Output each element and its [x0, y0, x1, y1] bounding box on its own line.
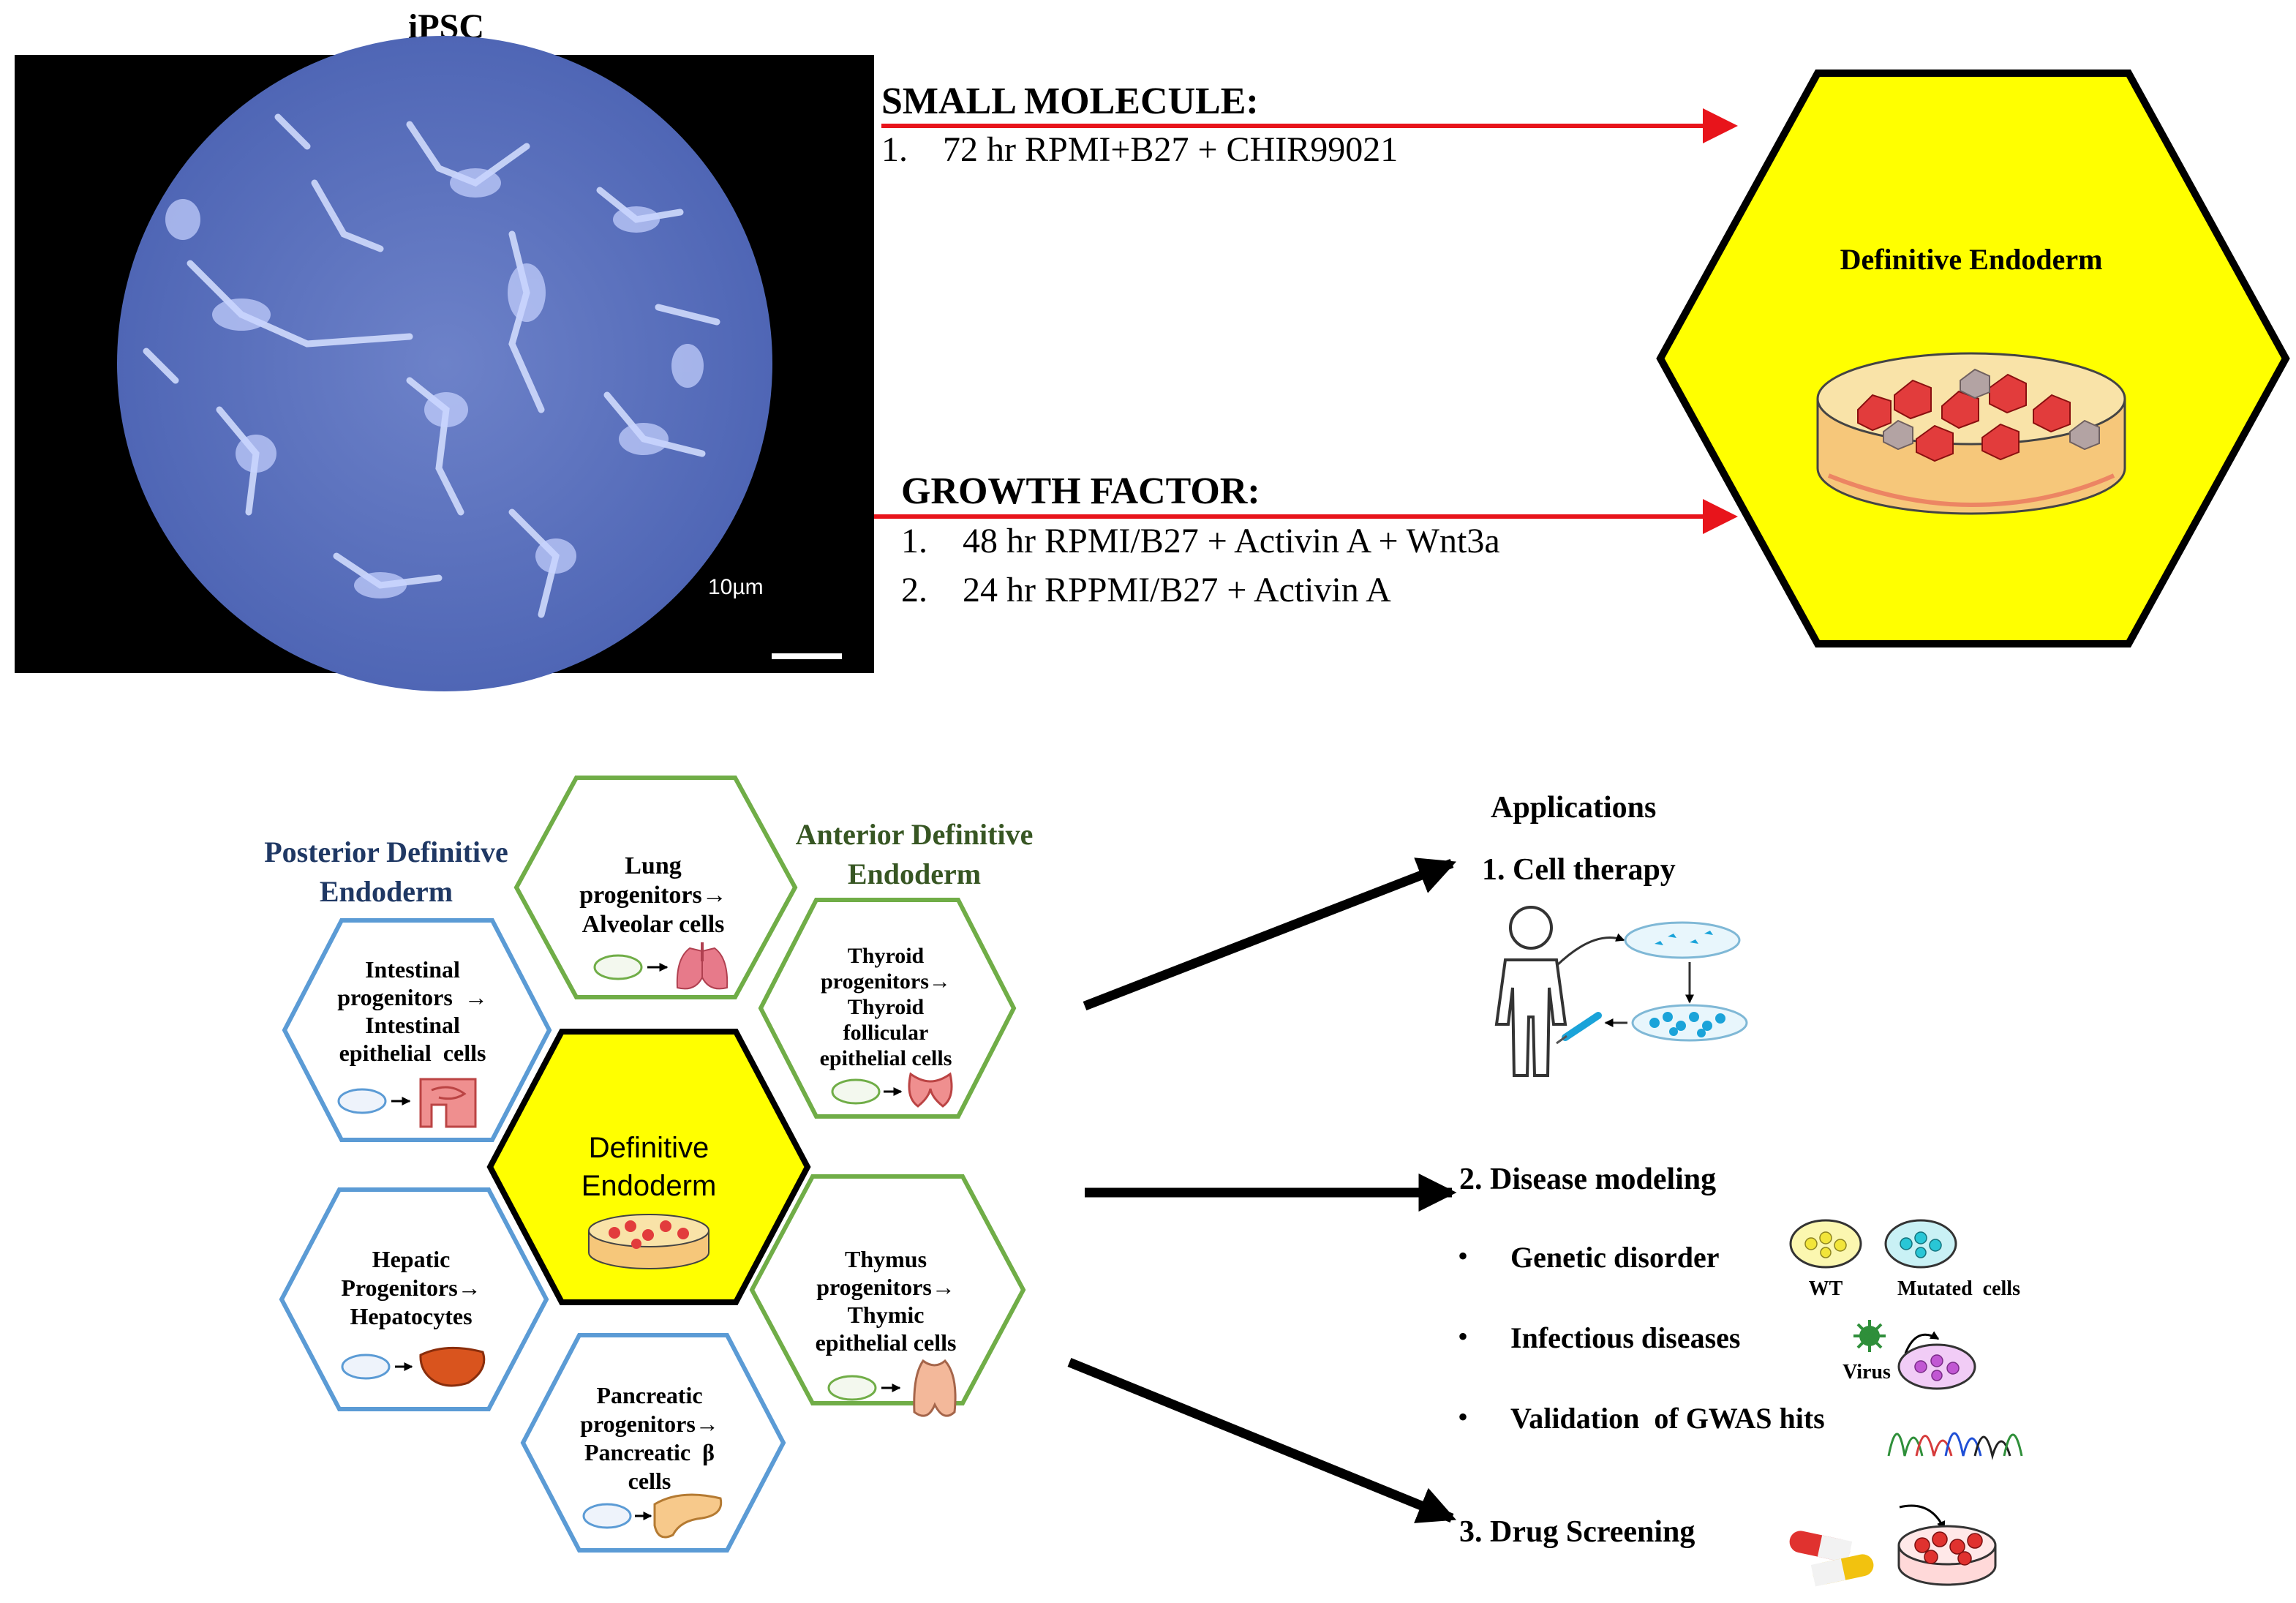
- bullet-1: •: [1458, 1239, 1468, 1272]
- thymus-icon: [913, 1359, 957, 1417]
- harvest-arrow: [1555, 933, 1625, 967]
- applications-title: Applications: [1491, 791, 1656, 825]
- scale-bar-label: 10µm: [708, 575, 764, 599]
- pancreatic-text-2: progenitors→: [580, 1411, 719, 1437]
- growth-factor-step-2: 2. 24 hr RPPMI/B27 + Activin A: [901, 571, 1391, 609]
- pancreatic-dish-icon: [582, 1503, 652, 1529]
- intestinal-text-3: Intestinal: [365, 1012, 460, 1038]
- small-molecule-step-1: 1. 72 hr RPMI+B27 + CHIR99021: [881, 130, 1398, 169]
- lung-dish-icon: [593, 954, 669, 980]
- bullet-3: •: [1458, 1400, 1468, 1433]
- thymus-text-3: Thymic: [848, 1302, 925, 1328]
- screening-arrow: [1899, 1504, 1946, 1531]
- hex-lung: [513, 776, 798, 999]
- intestinal-text-4: epithelial cells: [339, 1040, 486, 1066]
- hex-definitive-endoderm-center: [486, 1029, 811, 1305]
- hepatic-text-1: Hepatic: [372, 1246, 451, 1272]
- center-petri-dish-icon: [588, 1214, 709, 1269]
- wt-label: WT: [1809, 1277, 1843, 1300]
- hepatic-text-3: Hepatocytes: [350, 1303, 472, 1329]
- hex-pancreatic: [520, 1333, 786, 1553]
- intestine-icon: [419, 1078, 477, 1128]
- person-icon: [1494, 906, 1567, 1077]
- hex-thyroid: [758, 898, 1017, 1119]
- hex-intestinal: [282, 918, 552, 1142]
- pancreatic-text-3: Pancreatic β: [584, 1439, 715, 1465]
- thyroid-text-1: Thyroid: [848, 944, 925, 968]
- thyroid-text-3: Thyroid: [848, 995, 925, 1019]
- intestinal-dish-icon: [337, 1088, 411, 1114]
- genetic-disorder-label: Genetic disorder: [1510, 1241, 1720, 1274]
- liver-icon: [419, 1346, 486, 1387]
- culture-dish-icon-top: [1624, 921, 1741, 959]
- pancreas-icon: [653, 1493, 723, 1539]
- pancreatic-text-1: Pancreatic: [596, 1382, 702, 1408]
- infectious-diseases-label: Infectious diseases: [1510, 1321, 1740, 1354]
- thyroid-text-4: follicular: [843, 1021, 929, 1045]
- arrow-to-drug-screening: [1067, 1357, 1457, 1523]
- definitive-endoderm-label: Definitive Endoderm: [1840, 243, 2103, 276]
- thymus-dish-icon: [827, 1375, 901, 1401]
- intestinal-text-2: progenitors →: [337, 984, 488, 1010]
- intestinal-text-1: Intestinal: [365, 956, 460, 983]
- thyroid-text-2: progenitors→: [821, 969, 951, 994]
- thymus-text-1: Thymus: [845, 1246, 927, 1272]
- lung-text-3: Alveolar cells: [582, 911, 725, 938]
- pill-icon-yellow: [1810, 1554, 1874, 1587]
- gwas-label: Validation of GWAS hits: [1510, 1402, 1825, 1435]
- anterior-de-title-line-2: Endoderm: [848, 857, 981, 890]
- ipsc-cells: [165, 168, 704, 598]
- pill-icon-red: [1789, 1531, 1853, 1563]
- growth-factor-heading: GROWTH FACTOR:: [901, 470, 1260, 512]
- infection-arrow: [1904, 1331, 1940, 1354]
- thyroid-icon: [908, 1072, 953, 1108]
- virus-label: Virus: [1843, 1361, 1891, 1384]
- hepatic-text-2: Progenitors→: [341, 1274, 481, 1301]
- lungs-icon: [676, 942, 729, 990]
- mutated-cells-label: Mutated cells: [1897, 1277, 2020, 1300]
- hex-thymus: [749, 1174, 1026, 1405]
- growth-factor-step-1: 1. 48 hr RPMI/B27 + Activin A + Wnt3a: [901, 522, 1500, 560]
- thymus-text-2: progenitors→: [816, 1274, 955, 1300]
- center-de-line-2: Endoderm: [581, 1170, 717, 1202]
- petri-dish-icon: [1816, 352, 2126, 515]
- virus-icon: [1853, 1320, 1886, 1352]
- arrow-to-cell-therapy: [1083, 857, 1457, 1011]
- disease-modeling-label: 2. Disease modeling: [1459, 1163, 1716, 1196]
- thymus-text-4: epithelial cells: [816, 1329, 957, 1356]
- posterior-de-title-line-1: Posterior Definitive: [264, 836, 508, 868]
- cell-therapy-label: 1. Cell therapy: [1482, 853, 1676, 887]
- syringe-icon: [1556, 1012, 1602, 1045]
- bullet-2: •: [1458, 1320, 1468, 1353]
- lung-text-1: Lung: [625, 852, 682, 879]
- anterior-de-title-line-1: Anterior Definitive: [796, 818, 1034, 851]
- drug-screening-label: 3. Drug Screening: [1459, 1515, 1695, 1549]
- wt-dish-icon: [1789, 1219, 1862, 1269]
- thyroid-text-5: epithelial cells: [820, 1046, 952, 1070]
- center-de-line-1: Definitive: [589, 1132, 709, 1164]
- chromatogram-icon: [1887, 1432, 2023, 1460]
- scale-bar: [772, 653, 842, 659]
- lung-text-2: progenitors→: [579, 882, 726, 909]
- hepatic-dish-icon: [341, 1354, 413, 1380]
- mutated-dish-icon: [1884, 1219, 1957, 1269]
- infected-dish-icon: [1897, 1343, 1976, 1390]
- small-molecule-heading: SMALL MOLECULE:: [881, 80, 1259, 122]
- culture-dish-icon-bottom: [1631, 1004, 1748, 1042]
- pancreatic-text-4: cells: [628, 1468, 671, 1494]
- screening-dish-icon: [1897, 1525, 1997, 1586]
- thyroid-dish-icon: [831, 1078, 903, 1105]
- posterior-de-title-line-2: Endoderm: [320, 875, 453, 908]
